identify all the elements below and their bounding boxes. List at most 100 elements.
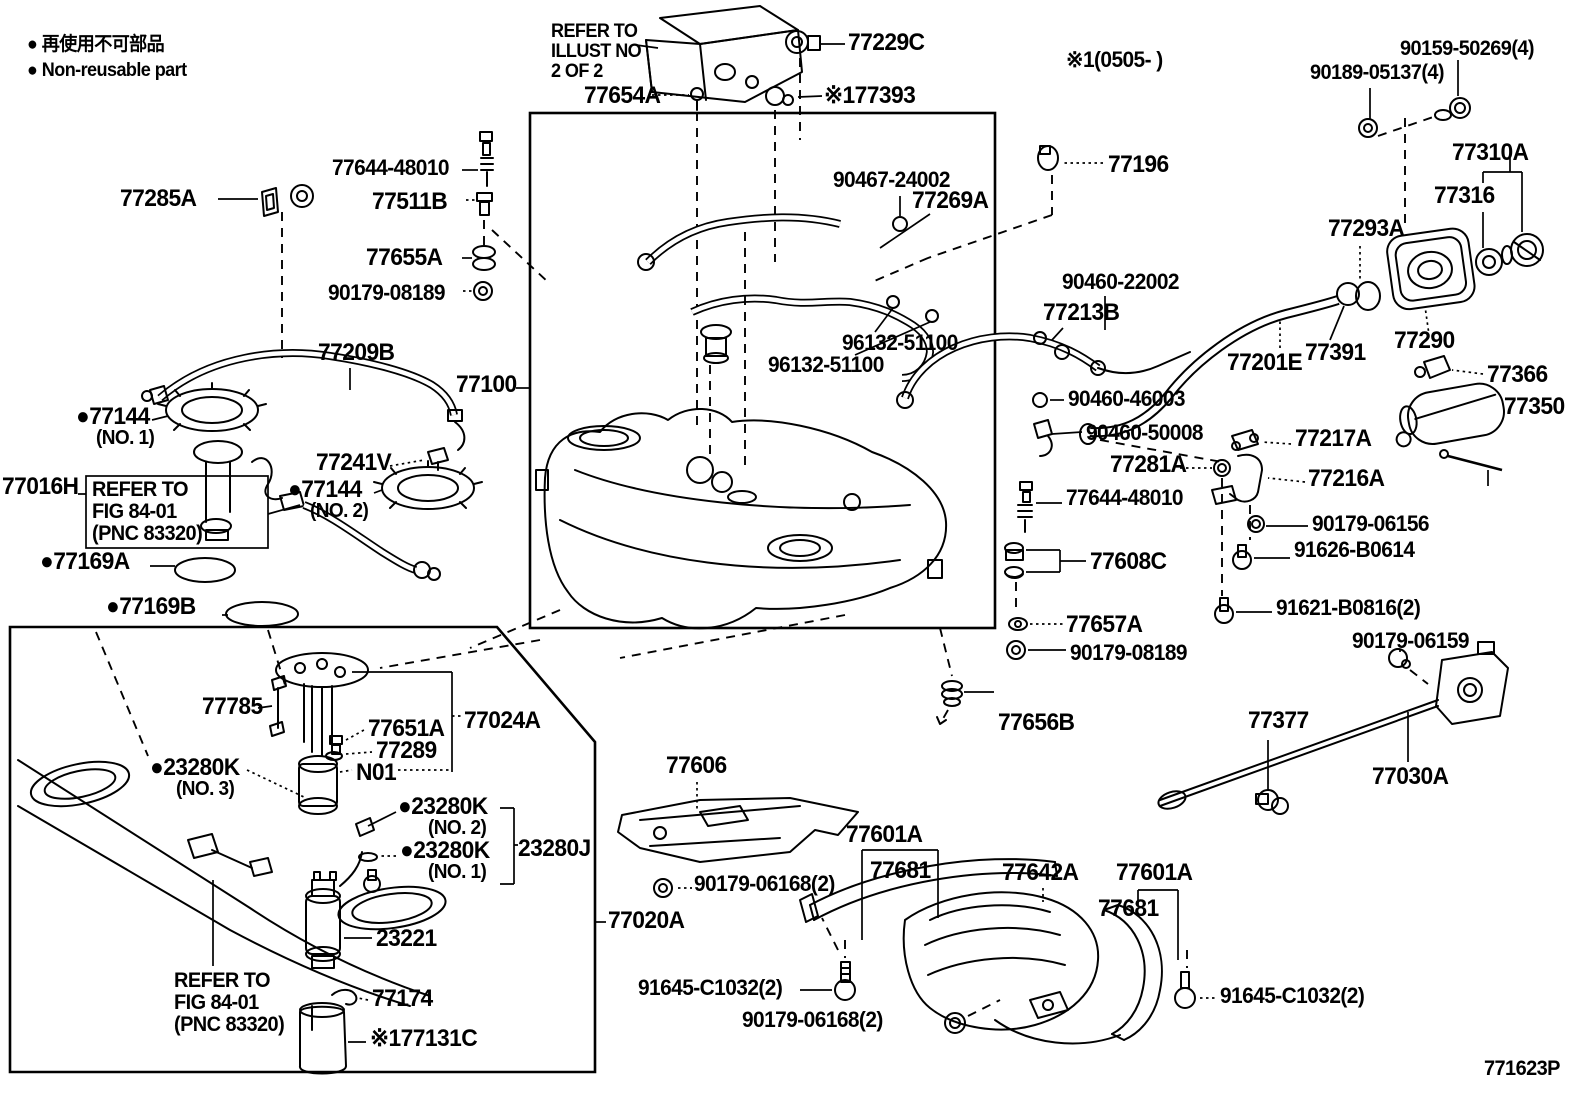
gasket-77293a [1355,246,1381,311]
screw-77644-48010-right [1017,481,1062,533]
washer-23280k-no1 [358,852,396,862]
label-n01: N01 [356,759,397,786]
label-90189-05137: 90189-05137(4) [1310,61,1445,84]
cushions-77608c [1004,542,1086,610]
label-90179-06168-2: 90179-06168(2) [742,1007,883,1032]
label-23280k-no1: ●23280K [400,837,490,864]
label-77209b: 77209B [318,339,395,366]
label-90179-06168-1: 90179-06168(2) [694,871,835,896]
hose-77213b-drawing [896,296,1191,409]
label-91645-c1032-2: 91645-C1032(2) [1220,983,1365,1008]
clamp-77229c [785,30,845,54]
label-90179-08189-2: 90179-08189 [1070,640,1188,665]
label-77285a: 77285A [120,185,197,212]
fuel-tank-drawing [516,387,948,630]
clamp-77377 [1255,740,1289,815]
spacer-77511b [466,192,493,216]
shield-77350-drawing [1395,382,1505,448]
label-77366: 77366 [1487,361,1548,388]
label-77657a: 77657A [1066,611,1143,638]
construction-dashes-tank [709,232,746,465]
screw-90269-06017 [1439,449,1503,486]
label-77169b: ●77169B [106,593,196,620]
bolt-23280k [363,869,381,893]
note-0505: ※1(0505- ) [1066,47,1163,72]
label-77144-no1: ●77144 [76,403,150,430]
label-77316: 77316 [1434,182,1495,209]
label-90460-22002: 90460-22002 [1062,269,1180,294]
legend-jp: ● 再使用不可部品 [27,34,165,55]
nut-90179-08189-right [1006,640,1066,660]
note-refer-fig-1: REFER TO FIG 84-01 (PNC 83320) [92,478,203,546]
tank-band-77601a-1 [799,849,1058,940]
label-77785: 77785 [202,693,263,720]
label-91621-b0816: 91621-B0816(2) [1276,595,1421,620]
label-77196: 77196 [1108,151,1169,178]
clip-90460-50008 [1033,419,1223,463]
label-77213b: 77213B [1043,299,1120,326]
label-77229c: 77229C [848,29,925,56]
retainer-77144-no2 [373,460,483,510]
label-77216a: 77216A [1308,465,1385,492]
fuel-sender-drawing [193,440,441,581]
label-77601a-1: 77601A [846,821,923,848]
sender-77030a-drawing [1157,641,1509,810]
bracket-77216a [1211,453,1306,505]
construction-dashes-bolts [1377,115,1437,230]
label-77144-no2: ●77144 [288,476,362,503]
label-77681-2: 77681 [1098,895,1159,922]
label-23280k-no2-sub: (NO. 2) [428,817,487,839]
diagram-code: 771623P [1484,1057,1560,1080]
clip-77285a [218,184,314,358]
heat-shield-77642a-drawing [902,888,1121,1045]
bolt-90189-05137 [1358,88,1378,138]
label-77201e: 77201E [1227,349,1303,376]
grommet-77655a [462,245,496,271]
label-77654a: 77654A [584,82,661,109]
label-23221: 23221 [376,925,437,952]
construction-dashes-box-bottom [469,609,953,677]
charcoal-canister-drawing [635,5,803,103]
grommet-90179-06168-bottom [944,999,1001,1034]
label-77655a: 77655A [366,244,443,271]
label-177393: ※177393 [824,82,916,109]
bolt-90159-50269 [1434,60,1471,121]
label-91626-b0614: 91626-B0614 [1294,537,1415,562]
connector-90179-06159 [1388,648,1429,685]
label-77169a: ●77169A [40,548,130,575]
oring-77391 [1329,282,1360,341]
label-96132-51100-2: 96132-51100 [768,352,884,377]
label-77100: 77100 [456,371,517,398]
clip-23280k-no2 [355,811,397,837]
pump-detail-box [8,625,597,1074]
label-77377: 77377 [1248,707,1309,734]
pump-plate-77024a-drawing [275,652,462,772]
tank-band-77601a-2 [1103,889,1179,1041]
tank-bottom-view-drawing [17,759,447,1007]
construction-dashes-bolt-cluster [1221,478,1251,596]
screw-77644-48010-left [462,131,494,187]
label-77644-48010-1: 77644-48010 [332,155,450,180]
note-refer-fig-2: REFER TO FIG 84-01 (PNC 83320) [174,969,285,1037]
construction-dashes-left [483,220,549,283]
label-77644-48010-2: 77644-48010 [1066,485,1184,510]
bolt-91645-c1032-left [800,917,856,1001]
label-77350: 77350 [1504,393,1565,420]
label-77024a: 77024A [464,707,541,734]
label-23280k-no1-sub: (NO. 1) [428,861,487,883]
nut-90179-06156 [1247,515,1308,533]
label-77241v: 77241V [316,449,392,476]
note-refer-illust: REFER TO ILLUST NO 2 OF 2 [551,21,642,82]
label-77608c: 77608C [1090,548,1167,575]
label-90460-50008: 90460-50008 [1086,420,1204,445]
label-96132-51100-1: 96132-51100 [842,330,958,355]
cap-77310a-drawing [1475,158,1544,276]
fuel-pump-23221-drawing [305,851,372,969]
label-90467-24002: 90467-24002 [833,167,951,192]
label-77511b: 77511B [372,188,448,215]
legend-en: ● Non-reusable part [27,60,187,81]
label-77606: 77606 [666,752,727,779]
main-tank-box [528,111,997,630]
nut-77281a [1180,459,1231,477]
retainer-77144-no1 [151,382,267,432]
